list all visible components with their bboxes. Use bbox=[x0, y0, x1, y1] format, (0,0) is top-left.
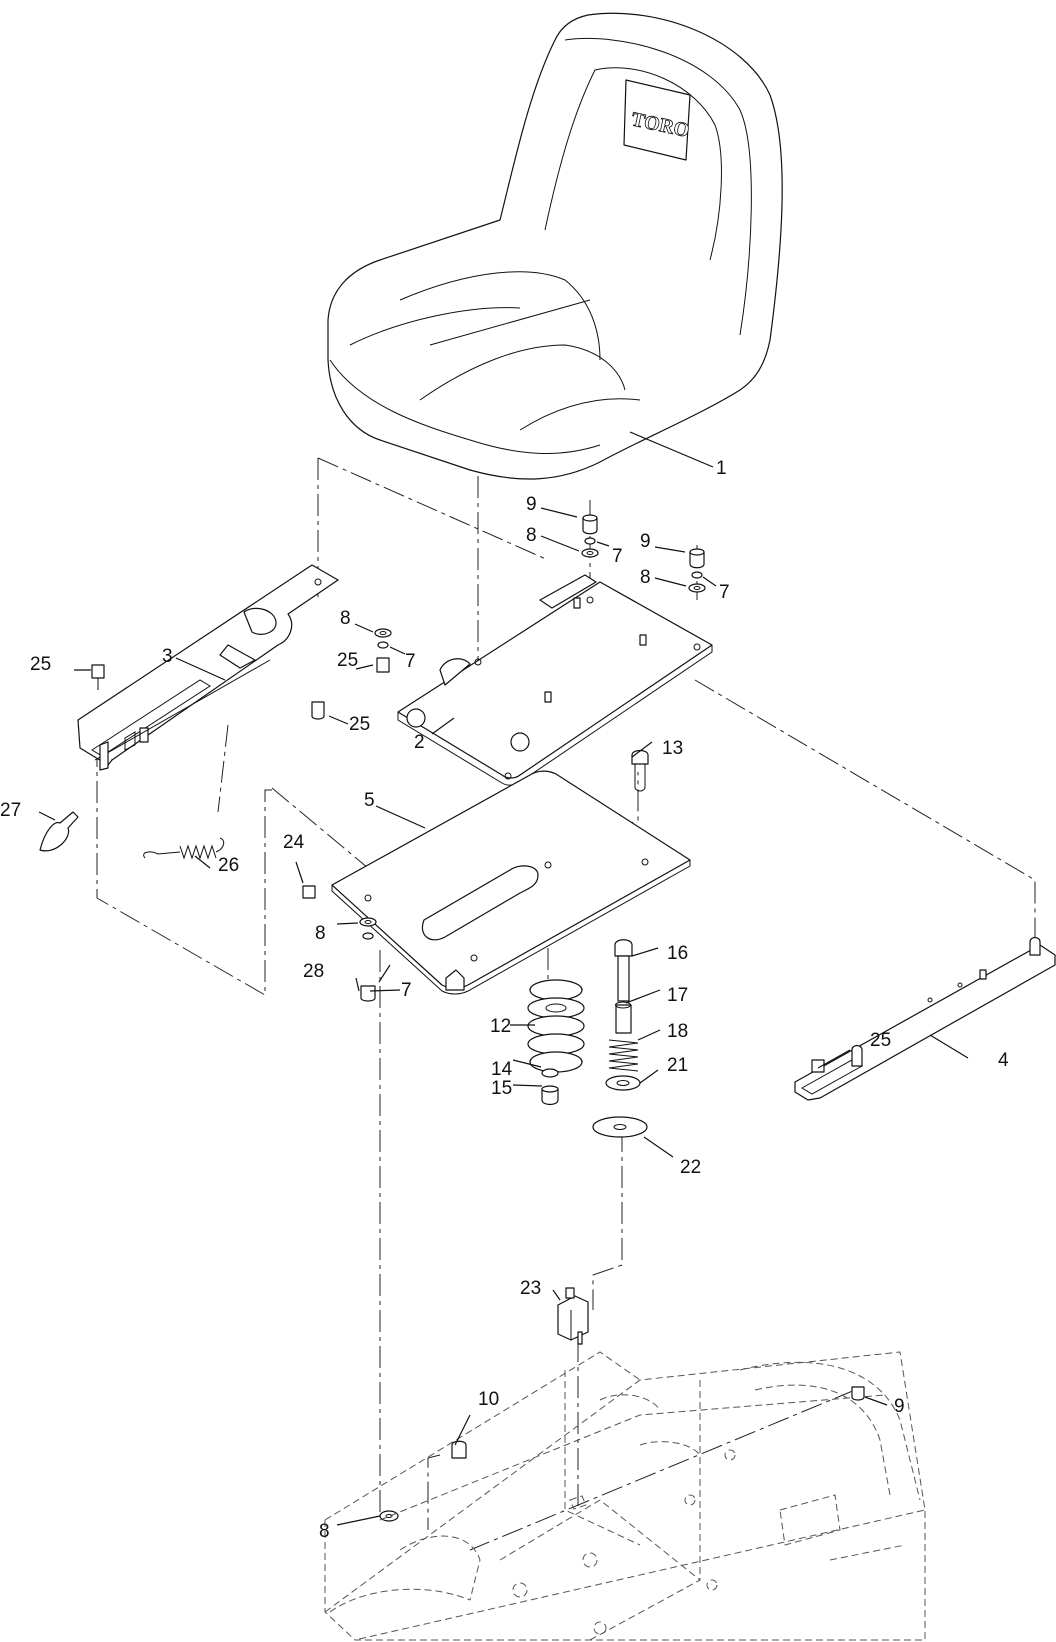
spring-stack bbox=[527, 979, 585, 1106]
hardware bbox=[91, 514, 825, 1522]
callout-7a: 7 bbox=[612, 546, 623, 567]
callout-5: 5 bbox=[364, 790, 375, 811]
callout-8c: 8 bbox=[340, 608, 351, 629]
callout-27: 27 bbox=[0, 800, 21, 821]
callout-9b: 9 bbox=[640, 531, 651, 552]
callout-26: 26 bbox=[218, 855, 239, 876]
callout-22: 22 bbox=[680, 1157, 701, 1178]
callout-14: 14 bbox=[491, 1059, 513, 1080]
callout-23: 23 bbox=[520, 1278, 541, 1299]
callout-24: 24 bbox=[283, 832, 305, 853]
callout-21: 21 bbox=[667, 1055, 688, 1076]
callout-labels: 1 2 3 4 5 7 7 7 7 8 8 8 8 8 9 9 9 10 12 … bbox=[0, 458, 1009, 1542]
release-spring-and-knob bbox=[39, 811, 225, 860]
callout-1: 1 bbox=[716, 458, 727, 479]
callout-18: 18 bbox=[667, 1021, 688, 1042]
callout-10: 10 bbox=[478, 1389, 499, 1410]
callout-9a: 9 bbox=[526, 494, 537, 515]
left-seat-track bbox=[77, 564, 339, 771]
callout-2: 2 bbox=[414, 732, 425, 753]
callout-28: 28 bbox=[303, 961, 324, 982]
callout-25a: 25 bbox=[30, 654, 51, 675]
callout-13: 13 bbox=[662, 738, 683, 759]
suspension-plate bbox=[331, 770, 691, 995]
callout-15: 15 bbox=[491, 1078, 512, 1099]
callout-25d: 25 bbox=[870, 1030, 891, 1051]
leader-lines bbox=[38, 431, 969, 1526]
seat-plate bbox=[397, 574, 713, 786]
callout-3: 3 bbox=[162, 646, 173, 667]
seat-switch bbox=[557, 1287, 589, 1345]
callout-16: 16 bbox=[667, 943, 688, 964]
callout-4: 4 bbox=[998, 1050, 1009, 1071]
right-seat-track bbox=[794, 936, 1056, 1101]
assembly-lines bbox=[96, 440, 1036, 1551]
callout-12: 12 bbox=[490, 1016, 511, 1037]
seat: TORO bbox=[327, 12, 783, 480]
callout-9c: 9 bbox=[894, 1396, 905, 1417]
callout-7c: 7 bbox=[405, 651, 416, 672]
callout-7b: 7 bbox=[719, 582, 730, 603]
mower-frame bbox=[324, 1351, 926, 1641]
shock-bolt-assembly bbox=[592, 939, 648, 1138]
callout-8e: 8 bbox=[319, 1521, 330, 1542]
callout-8d: 8 bbox=[315, 923, 326, 944]
callout-25b: 25 bbox=[337, 650, 358, 671]
callout-7d: 7 bbox=[401, 980, 412, 1001]
callout-8a: 8 bbox=[526, 525, 537, 546]
callout-17: 17 bbox=[667, 985, 688, 1006]
callout-8b: 8 bbox=[640, 567, 651, 588]
callout-25c: 25 bbox=[349, 714, 370, 735]
